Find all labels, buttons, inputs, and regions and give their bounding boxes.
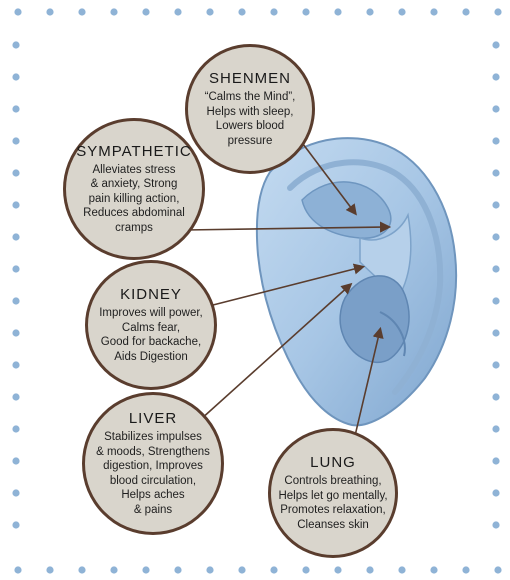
border-dot — [302, 8, 309, 15]
border-dot — [12, 521, 19, 528]
border-dot — [142, 566, 149, 573]
border-dot — [334, 566, 341, 573]
border-dot — [110, 566, 117, 573]
border-dot — [430, 566, 437, 573]
border-dot — [12, 297, 19, 304]
liver-description: Stabilizes impulses & moods, Strengthens… — [96, 430, 210, 517]
sympathetic-title: SYMPATHETIC — [76, 143, 191, 160]
kidney-bubble: KIDNEY Improves will power, Calms fear, … — [85, 260, 217, 390]
ear-illustration — [257, 138, 456, 425]
liver-title: LIVER — [129, 410, 177, 427]
border-dot — [206, 566, 213, 573]
border-dot — [206, 8, 213, 15]
lung-description: Controls breathing, Helps let go mentall… — [278, 474, 387, 532]
border-dot — [492, 233, 499, 240]
border-dot — [238, 566, 245, 573]
border-dot — [492, 169, 499, 176]
border-dot — [110, 8, 117, 15]
border-dot — [462, 566, 469, 573]
border-dot — [14, 566, 21, 573]
border-dot — [492, 73, 499, 80]
border-dot — [302, 566, 309, 573]
border-dot — [492, 393, 499, 400]
border-dot — [492, 361, 499, 368]
ear-outer — [257, 138, 456, 425]
border-dot — [492, 521, 499, 528]
border-dot — [78, 566, 85, 573]
border-dot — [174, 8, 181, 15]
border-dot — [12, 457, 19, 464]
border-dot — [238, 8, 245, 15]
border-dot — [492, 425, 499, 432]
liver-bubble: LIVER Stabilizes impulses & moods, Stren… — [82, 392, 224, 535]
border-dot — [12, 233, 19, 240]
border-dot — [492, 297, 499, 304]
border-dot — [492, 201, 499, 208]
border-dot — [12, 137, 19, 144]
border-dot — [366, 566, 373, 573]
border-dot — [12, 201, 19, 208]
border-dot — [12, 169, 19, 176]
border-dot — [494, 8, 501, 15]
border-dot — [46, 8, 53, 15]
kidney-description: Improves will power, Calms fear, Good fo… — [99, 306, 203, 364]
border-dot — [494, 566, 501, 573]
border-dot — [462, 8, 469, 15]
shenmen-description: “Calms the Mind”, Helps with sleep, Lowe… — [205, 90, 296, 148]
border-dot — [492, 329, 499, 336]
border-dot — [492, 457, 499, 464]
border-dot — [334, 8, 341, 15]
border-dot — [12, 329, 19, 336]
kidney-title: KIDNEY — [120, 286, 182, 303]
border-dot — [270, 566, 277, 573]
lung-title: LUNG — [310, 454, 356, 471]
border-dot — [492, 105, 499, 112]
border-dot — [12, 265, 19, 272]
border-dot — [12, 393, 19, 400]
border-dot — [270, 8, 277, 15]
border-dot — [398, 566, 405, 573]
border-dot — [366, 8, 373, 15]
sympathetic-bubble: SYMPATHETIC Alleviates stress & anxiety,… — [63, 118, 205, 260]
border-dot — [46, 566, 53, 573]
border-dot — [12, 361, 19, 368]
sympathetic-description: Alleviates stress & anxiety, Strong pain… — [83, 163, 185, 236]
border-dot — [12, 73, 19, 80]
lung-bubble: LUNG Controls breathing, Helps let go me… — [268, 428, 398, 558]
border-dot — [78, 8, 85, 15]
border-dot — [142, 8, 149, 15]
border-dot — [14, 8, 21, 15]
border-dot — [492, 41, 499, 48]
border-dot — [492, 489, 499, 496]
border-dot — [12, 105, 19, 112]
border-dot — [12, 41, 19, 48]
border-dot — [492, 137, 499, 144]
border-dot — [12, 489, 19, 496]
border-dot — [430, 8, 437, 15]
shenmen-title: SHENMEN — [209, 70, 291, 87]
border-dot — [492, 265, 499, 272]
shenmen-bubble: SHENMEN “Calms the Mind”, Helps with sle… — [185, 44, 315, 174]
border-dot — [174, 566, 181, 573]
border-dot — [12, 425, 19, 432]
border-dot — [398, 8, 405, 15]
